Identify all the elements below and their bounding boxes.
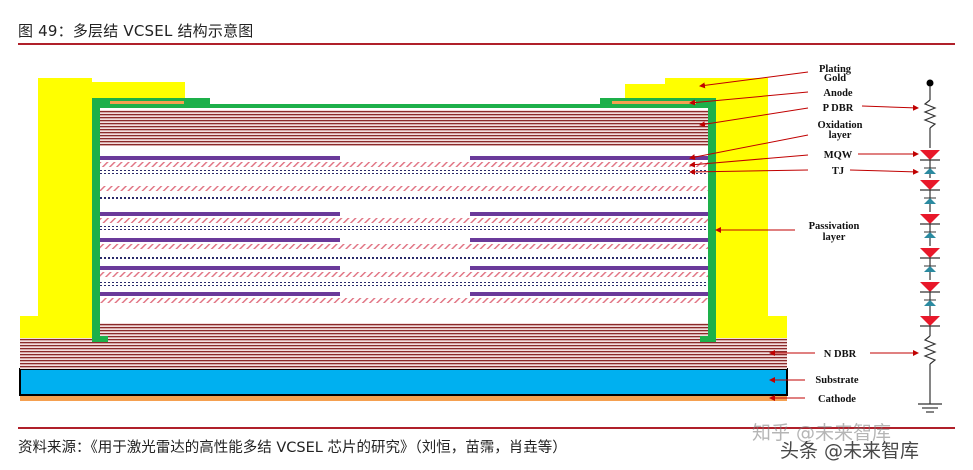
- source-divider: [18, 427, 955, 429]
- anode-terminal-icon: [926, 79, 934, 87]
- label-n-dbr: N DBR: [824, 349, 857, 360]
- label-gold: Gold: [824, 73, 846, 84]
- leader-arrows: [689, 71, 919, 401]
- label-layer: layer: [829, 130, 852, 141]
- label-tj: TJ: [832, 166, 844, 177]
- diode-chain: [920, 150, 940, 327]
- title-divider: [18, 43, 955, 45]
- label-passivation: Passivation: [809, 221, 860, 232]
- watermark-zhihu: 知乎 @未来智库: [752, 422, 892, 444]
- label-plating: Plating: [819, 64, 852, 75]
- label-passivation-layer: layer: [823, 232, 846, 243]
- figure-source: 资料来源：《用于激光雷达的高性能多结 VCSEL 芯片的研究》（刘恒，苗霈，肖垚…: [18, 440, 567, 456]
- resistor-top-icon: [923, 99, 937, 129]
- label-p-dbr: P DBR: [823, 103, 854, 114]
- label-mqw: MQW: [824, 150, 853, 161]
- plating-gold-right: [625, 78, 787, 338]
- watermark-toutiao: 头条 @未来智库: [780, 440, 920, 462]
- resistor-bottom-icon: [918, 326, 942, 413]
- label-cathode: Cathode: [818, 394, 856, 405]
- equivalent-circuit: [923, 79, 937, 148]
- label-anode: Anode: [823, 88, 853, 99]
- active-region: [100, 146, 708, 322]
- label-oxidation: Oxidation: [818, 120, 863, 131]
- n-dbr-layer: [20, 323, 787, 369]
- figure-title: 图 49：多层结 VCSEL 结构示意图: [18, 22, 254, 40]
- anode-left: [110, 101, 184, 104]
- anode-right: [612, 101, 696, 104]
- substrate-layer: [19, 368, 788, 396]
- cathode-layer: [20, 395, 787, 401]
- p-dbr-layer: [100, 110, 708, 146]
- label-substrate: Substrate: [815, 375, 859, 386]
